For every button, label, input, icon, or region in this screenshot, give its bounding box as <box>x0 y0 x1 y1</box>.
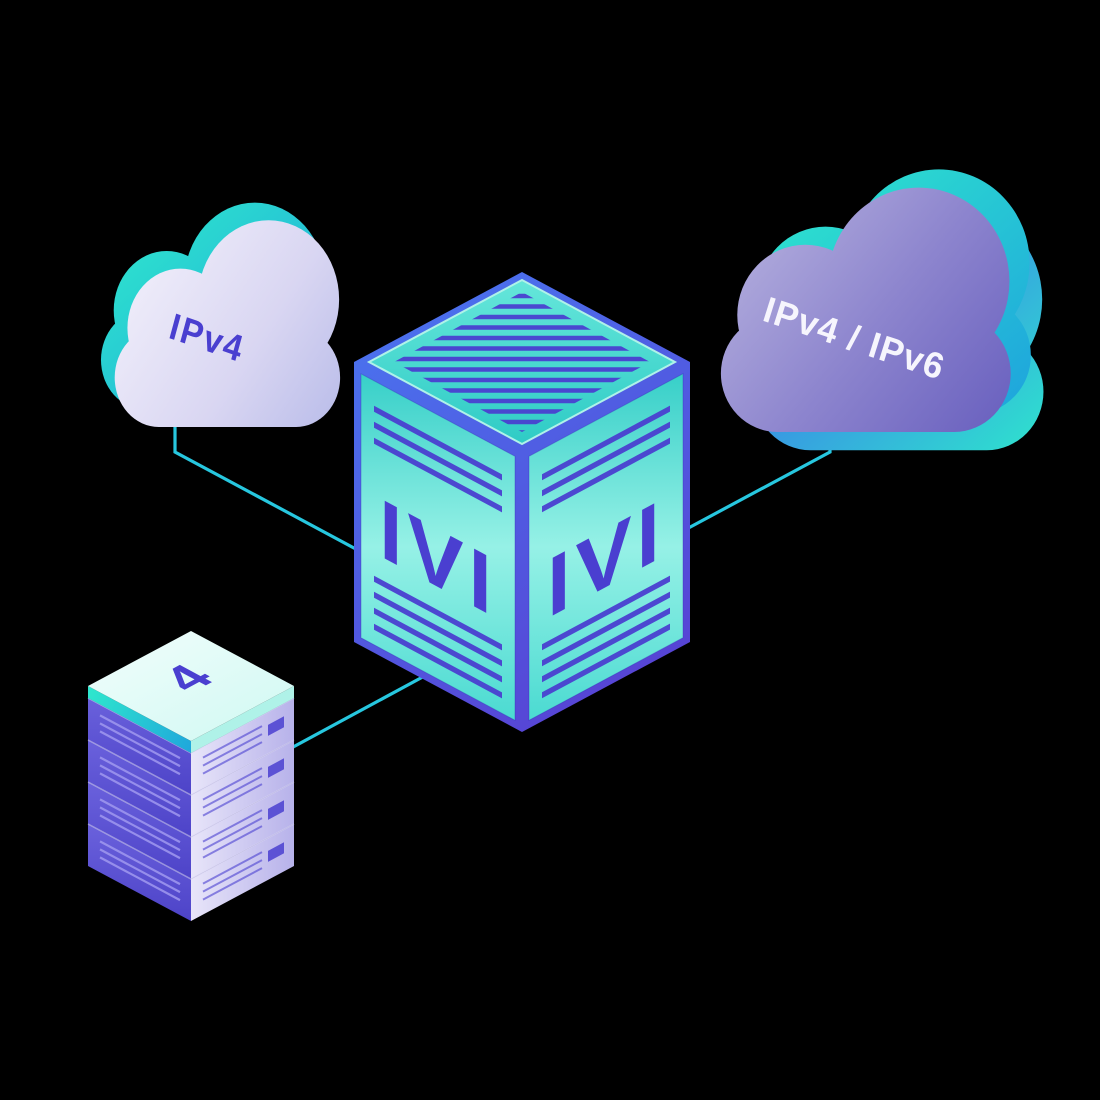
dual-stack-cloud: IPv4 / IPv6 <box>720 169 1044 451</box>
ipv4-cloud: IPv4 <box>100 202 341 427</box>
server-stack-top-face <box>88 631 294 741</box>
cube-top-panel <box>366 278 678 446</box>
server-stack-rim-left <box>88 686 191 753</box>
cube-right-face-stripes <box>542 405 670 699</box>
cube-left-face-stripes <box>374 405 502 699</box>
cube-top-stripes <box>394 293 650 432</box>
server-stack-rim-right <box>191 686 294 753</box>
ipv4-server-stack: 4 <box>86 631 296 923</box>
ivi-translator-cube: IVI IVI <box>354 272 690 732</box>
